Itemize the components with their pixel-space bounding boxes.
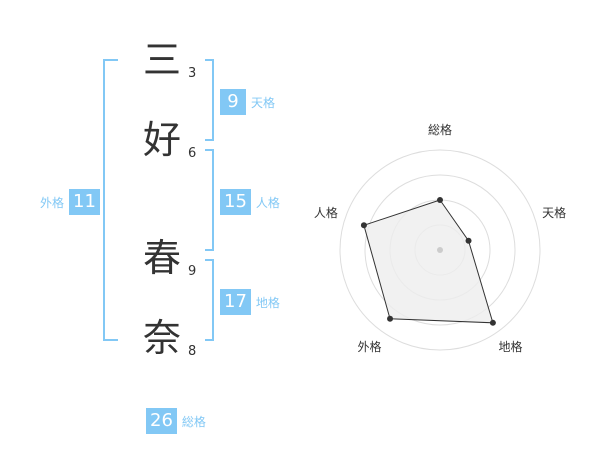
jinkaku-bracket [205, 149, 214, 251]
jinkaku-badge-row: 15 人格 [220, 189, 280, 215]
radar-axis-label-5: 人格 [314, 205, 338, 220]
radar-polygon [363, 199, 494, 324]
radar-point-3 [489, 319, 496, 326]
name-char-4: 奈 [142, 316, 181, 360]
name-char-1: 三 [142, 38, 181, 82]
jinkaku-value: 15 [220, 189, 251, 215]
chikaku-badge-row: 17 地格 [220, 289, 280, 315]
stroke-count-1: 3 [188, 66, 197, 81]
radar-point-5 [360, 222, 367, 229]
stroke-count-3: 9 [188, 264, 197, 279]
soukaku-value: 26 [146, 408, 177, 434]
radar-axis-label-1: 総格 [428, 122, 452, 137]
radar-center-dot [437, 247, 443, 253]
gaikaku-badge-row: 外格 11 [40, 189, 100, 215]
radar-point-4 [387, 315, 394, 322]
radar-axis-label-4: 外格 [357, 339, 381, 354]
name-char-2: 好 [142, 118, 181, 162]
radar-ring-4 [339, 149, 541, 351]
jinkaku-label: 人格 [255, 195, 280, 210]
chikaku-label: 地格 [255, 295, 280, 310]
gaikaku-bracket [103, 59, 118, 341]
radar-ring-3 [364, 174, 516, 326]
gaikaku-label: 外格 [40, 195, 65, 210]
tenkaku-badge-row: 9 天格 [220, 89, 275, 115]
soukaku-badge-row: 26 総格 [146, 408, 206, 434]
chikaku-bracket [205, 259, 214, 341]
tenkaku-value: 9 [220, 89, 246, 115]
soukaku-label: 総格 [181, 414, 206, 429]
gaikaku-value: 11 [69, 189, 100, 215]
stroke-count-2: 6 [188, 146, 197, 161]
name-char-3: 春 [142, 236, 181, 280]
stroke-count-4: 8 [188, 344, 197, 359]
chikaku-value: 17 [220, 289, 251, 315]
tenkaku-label: 天格 [251, 95, 276, 110]
radar-point-2 [465, 237, 472, 244]
radar-point-1 [437, 197, 443, 203]
tenkaku-bracket [205, 59, 214, 141]
radar-axis-label-3: 地格 [498, 339, 522, 354]
radar-axis-label-2: 天格 [542, 205, 566, 220]
